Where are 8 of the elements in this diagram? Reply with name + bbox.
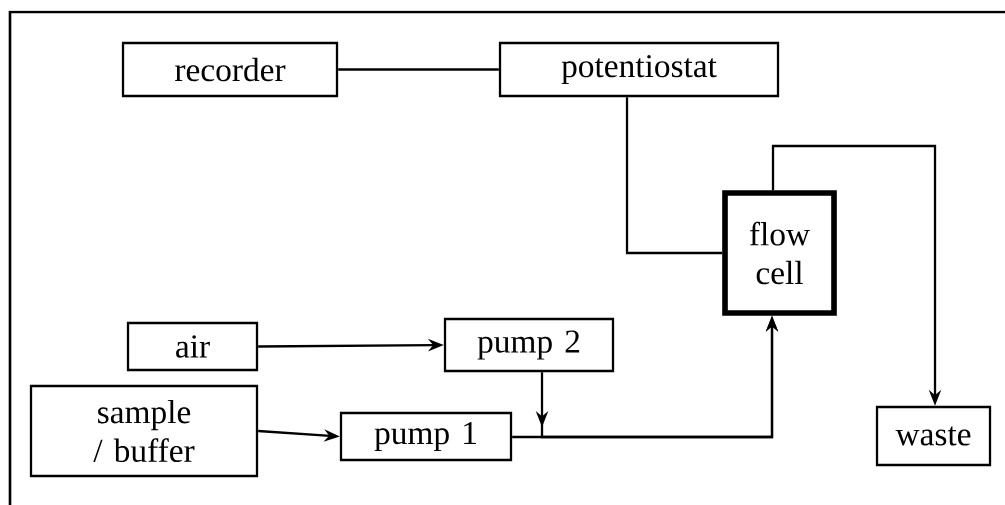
process-box: air xyxy=(126,321,259,372)
process-box: pump 2 xyxy=(443,317,615,373)
process-box: potentiostat xyxy=(498,41,780,98)
process-box: pump 1 xyxy=(339,411,513,462)
process-box: flow cell xyxy=(722,190,837,316)
process-box: waste xyxy=(875,405,992,467)
process-box: sample / buffer xyxy=(29,384,259,478)
process-box: recorder xyxy=(121,41,339,98)
